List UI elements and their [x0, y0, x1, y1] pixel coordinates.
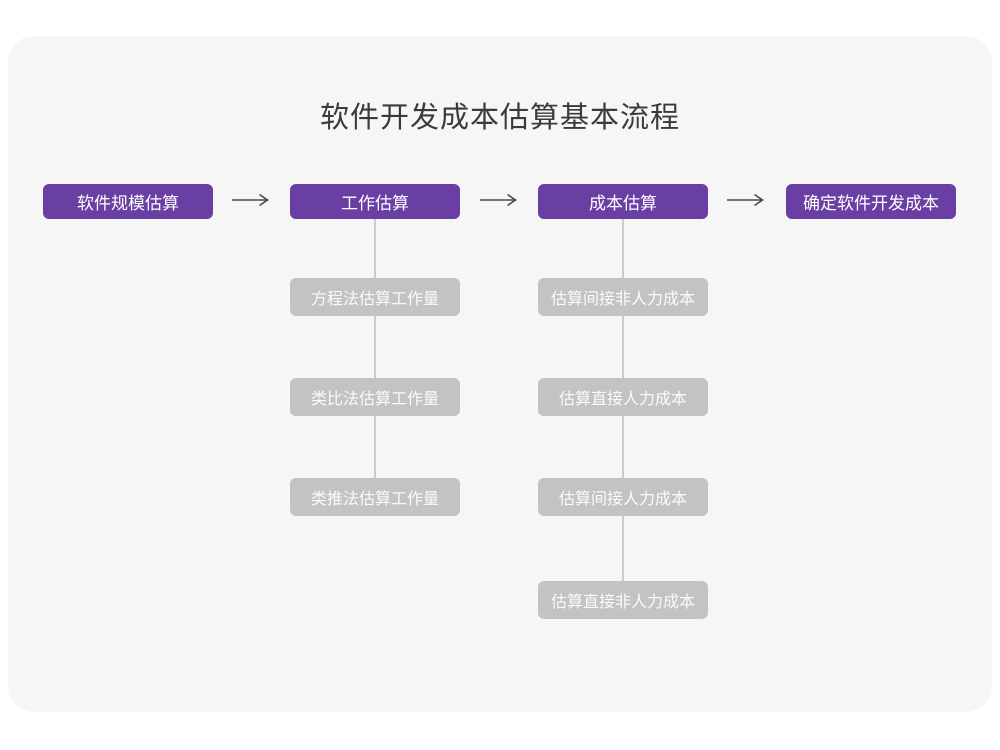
subnode-analogy-method-effort: 类比法估算工作量 [290, 378, 460, 416]
subnode-direct-nonlabor-cost: 估算直接非人力成本 [538, 581, 708, 619]
background-card [8, 36, 992, 712]
node-determine-development-cost: 确定软件开发成本 [786, 184, 956, 219]
subnode-extrapolation-method-effort: 类推法估算工作量 [290, 478, 460, 516]
node-cost-estimation: 成本估算 [538, 184, 708, 219]
node-work-estimation: 工作估算 [290, 184, 460, 219]
right-arrow-icon [479, 193, 519, 207]
diagram-title: 软件开发成本估算基本流程 [319, 102, 680, 134]
subnode-equation-method-effort: 方程法估算工作量 [290, 278, 460, 316]
right-arrow-icon [726, 193, 766, 207]
right-arrow-icon [231, 193, 271, 207]
connector-line-work-estimation [374, 219, 376, 497]
subnode-indirect-labor-cost: 估算间接人力成本 [538, 478, 708, 516]
node-software-scale-estimation: 软件规模估算 [43, 184, 213, 219]
subnode-direct-labor-cost: 估算直接人力成本 [538, 378, 708, 416]
subnode-indirect-nonlabor-cost: 估算间接非人力成本 [538, 278, 708, 316]
